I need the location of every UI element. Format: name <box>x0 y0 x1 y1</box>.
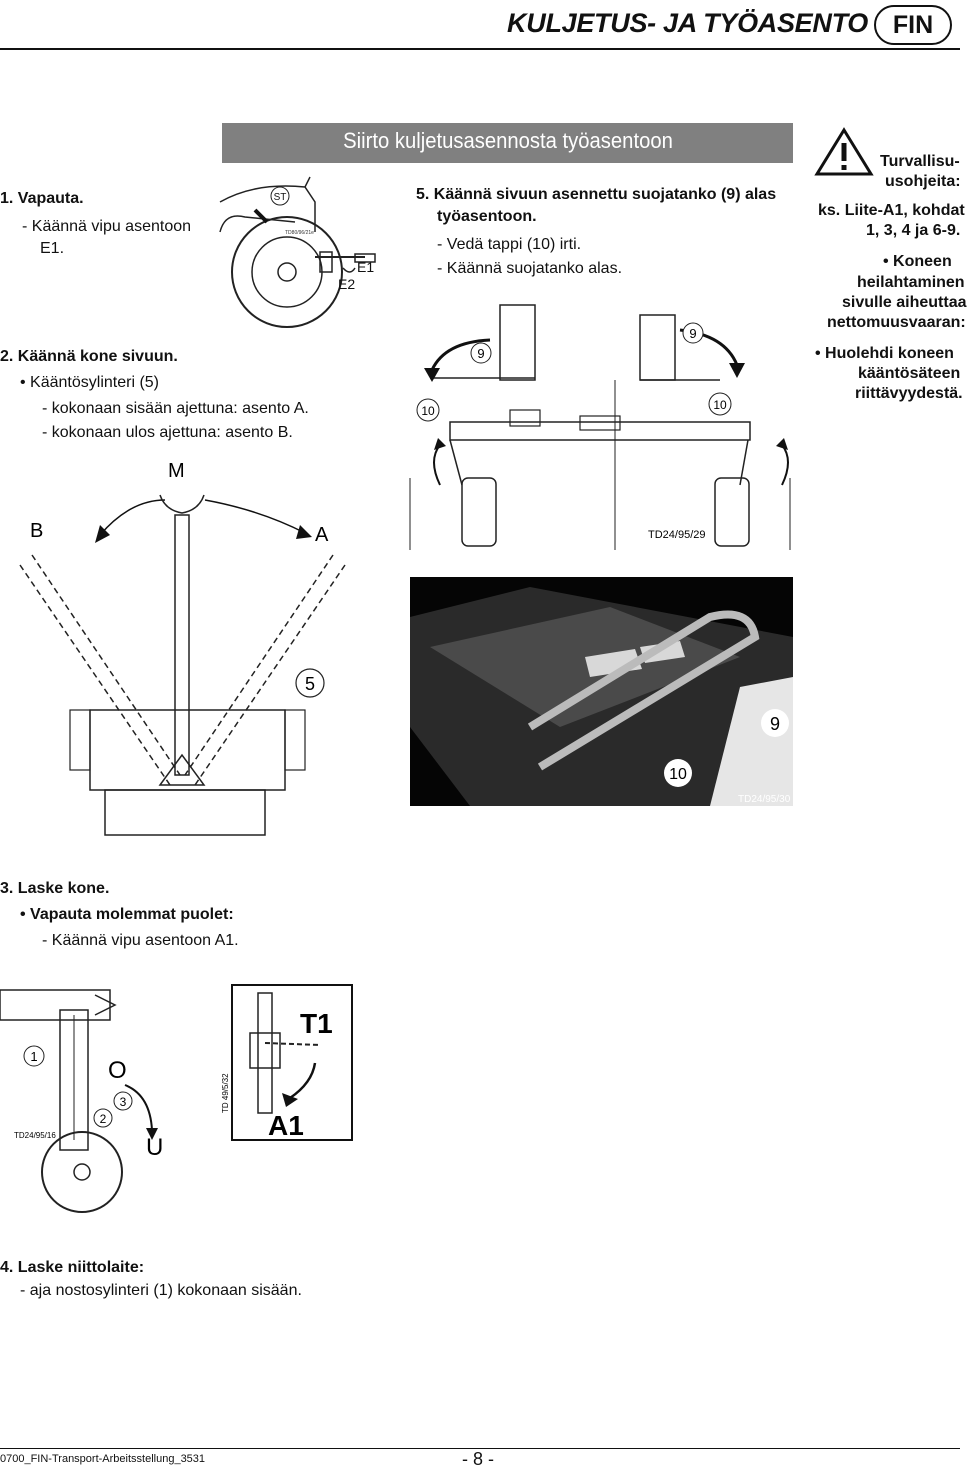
photo-label-10: 10 <box>669 766 687 783</box>
step2-bullet: • Kääntösylinteri (5) <box>20 374 159 391</box>
footer-rule <box>0 1448 960 1449</box>
valve-label-t1: T1 <box>300 1008 333 1039</box>
guard-code: TD24/95/29 <box>648 529 705 541</box>
step5-sub1: - Vedä tappi (10) irti. <box>437 236 582 253</box>
valve-figure: T1 A1 TD 49/5/32 <box>221 984 353 1141</box>
valve-code: TD 49/5/32 <box>221 1073 230 1113</box>
step1-heading: 1. Vapauta. <box>0 190 84 207</box>
photo-label-9: 9 <box>770 714 780 734</box>
step5-heading2: työasentoon. <box>437 208 537 225</box>
step3-heading: 3. Laske kone. <box>0 880 110 897</box>
step2-heading: 2. Käännä kone sivuun. <box>0 348 178 365</box>
section-title: Siirto kuljetusasennosta työasentoon <box>343 128 673 153</box>
footer-doc-id: 0700_FIN-Transport-Arbeitsstellung_3531 <box>0 1453 206 1465</box>
step3-sub1: - Käännä vipu asentoon A1. <box>42 932 239 949</box>
safety-ref-1: ks. Liite-A1, kohdat <box>818 202 965 219</box>
photo-code: TD24/95/30 <box>738 794 791 805</box>
step5-sub2: - Käännä suojatanko alas. <box>437 260 623 277</box>
page-number: - 8 - <box>462 1449 495 1469</box>
tractor-label-st: ST <box>274 192 287 203</box>
tractor-label-e2: E2 <box>338 276 355 292</box>
guard-label-9-left: 9 <box>477 346 484 361</box>
safety-bullet1-4: nettomuusvaaran: <box>827 314 966 331</box>
header-rule <box>0 48 960 50</box>
lift-label-2: 2 <box>100 1112 107 1126</box>
tractor-label-e1: E1 <box>357 259 374 275</box>
valve-label-a1: A1 <box>268 1110 304 1141</box>
step5-heading1: 5. Käännä sivuun asennettu suojatanko (9… <box>416 186 777 203</box>
step2-sub2: - kokonaan ulos ajettuna: asento B. <box>42 424 293 441</box>
step3-bullet: • Vapauta molemmat puolet: <box>20 906 234 923</box>
lift-label-u: U <box>146 1134 163 1161</box>
step1-line1: - Käännä vipu asentoon <box>22 218 192 235</box>
step4-sub1: - aja nostosylinteri (1) kokonaan sisään… <box>20 1282 302 1299</box>
lift-figure: 1 2 3 O U TD24/95/16 <box>0 989 163 1213</box>
step4-heading: 4. Laske niittolaite: <box>0 1259 145 1276</box>
lift-label-1: 1 <box>30 1049 37 1064</box>
guard-label-9-right: 9 <box>689 326 696 341</box>
page-title: KULJETUS- JA TYÖASENTO <box>507 8 868 38</box>
swing-label-a: A <box>315 524 329 546</box>
swing-figure: M B A 5 <box>19 460 346 836</box>
safety-title-2: usohjeita: <box>885 173 961 190</box>
warning-icon <box>814 127 874 176</box>
swing-label-5: 5 <box>305 674 315 694</box>
tractor-code: TD80/96/21e <box>285 230 314 236</box>
safety-bullet2-2: kääntösäteen <box>858 365 961 382</box>
safety-bullet1-1: • Koneen <box>883 253 952 270</box>
section-title-band <box>222 123 793 163</box>
safety-bullet1-3: sivulle aiheuttaa <box>842 294 967 311</box>
step1-line2: E1. <box>40 240 65 257</box>
swing-label-m: M <box>168 460 185 482</box>
guard-rail-photo: 9 10 TD24/95/30 <box>410 577 793 806</box>
safety-ref-2: 1, 3, 4 ja 6-9. <box>866 222 961 239</box>
lift-label-o: O <box>108 1057 127 1084</box>
safety-title-1: Turvallisu- <box>880 153 960 170</box>
guard-label-10-right: 10 <box>713 398 727 412</box>
tractor-figure: ST TD80/96/21e E1 E2 <box>219 176 376 328</box>
safety-bullet2-1: • Huolehdi koneen <box>815 345 954 362</box>
lift-label-3: 3 <box>120 1095 127 1109</box>
language-badge: FIN <box>874 5 952 45</box>
step2-sub1: - kokonaan sisään ajettuna: asento A. <box>42 400 309 417</box>
swing-label-b: B <box>30 520 43 542</box>
lift-code: TD24/95/16 <box>14 1131 56 1140</box>
guard-rail-figure: 9 9 10 10 TD24/95/29 <box>409 304 791 550</box>
guard-label-10-left: 10 <box>421 404 435 418</box>
safety-bullet1-2: heilahtaminen <box>857 274 965 291</box>
safety-bullet2-3: riittävyydestä. <box>855 385 963 402</box>
